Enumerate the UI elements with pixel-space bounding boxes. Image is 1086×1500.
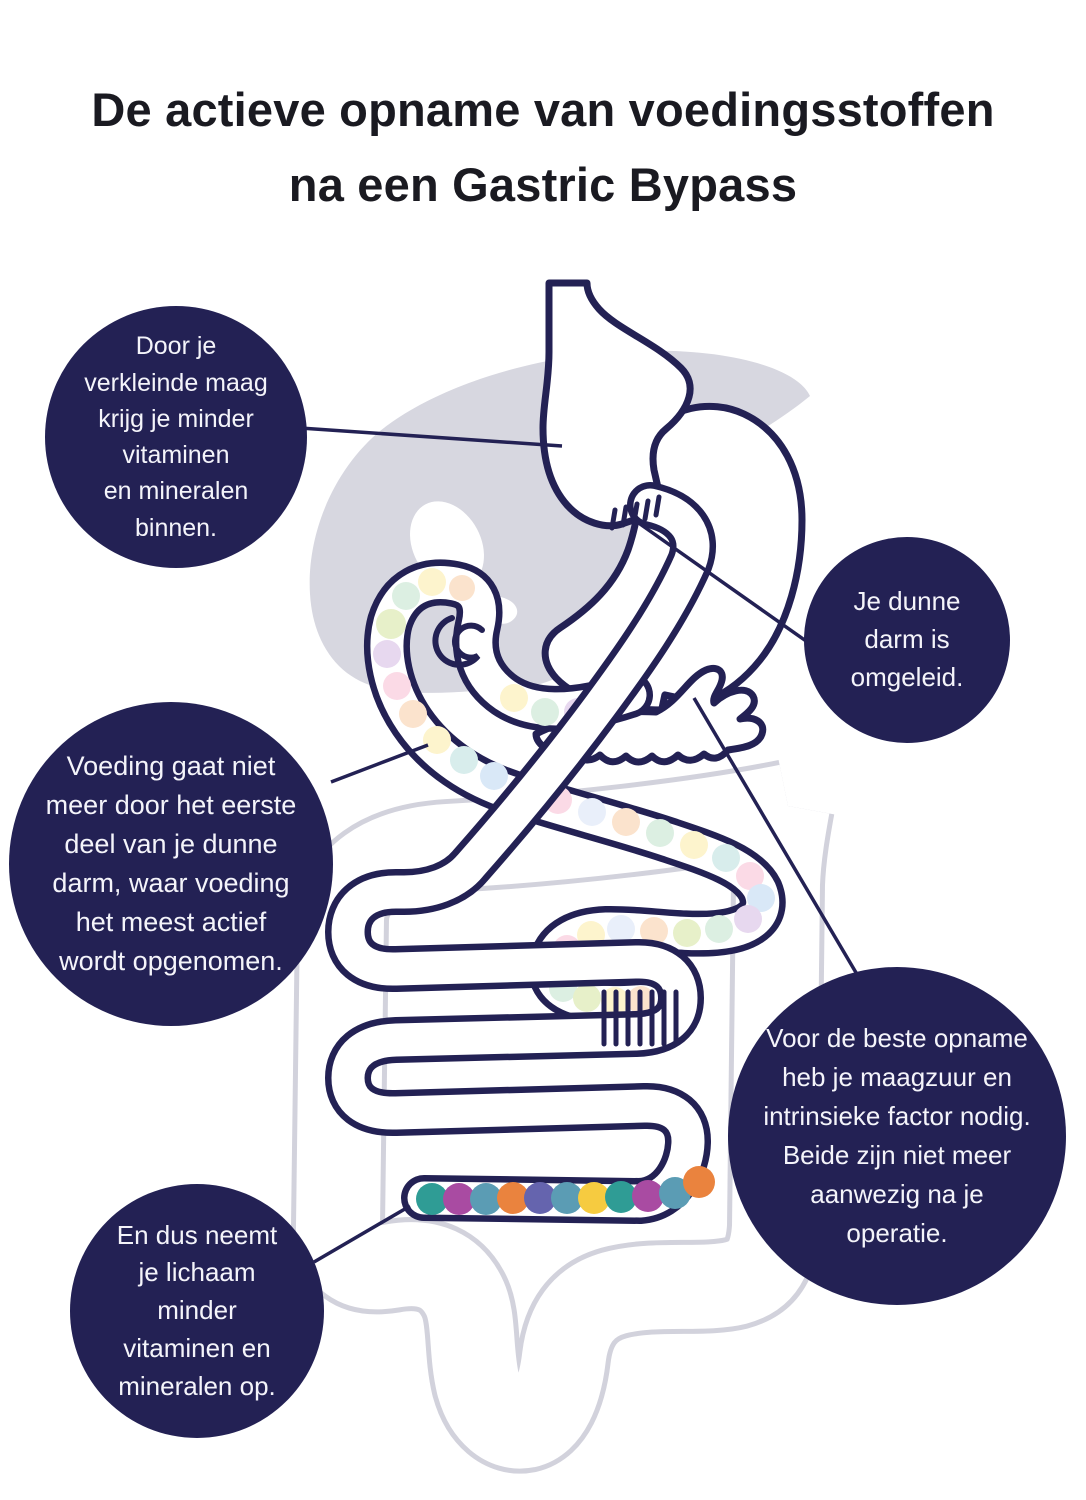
biliopancreatic-limb [363,559,786,1026]
pastel-nutrient-dots [373,568,775,1015]
staple-lines [601,494,679,1047]
absorbed-nutrient-dots [416,1166,715,1215]
callout-acid-intrinsic-factor: Voor de beste opname heb je maagzuur en … [728,967,1066,1305]
callout-rerouted-intestine: Je dunne darm is omgeleid. [804,537,1010,743]
page-title-line1: De actieve opname van voedingsstoffen [91,83,995,136]
large-intestine-outline [291,759,835,1474]
callout-rerouted-intestine-text: Je dunne darm is omgeleid. [850,586,964,692]
alimentary-limb [325,482,716,1224]
connector-smaller-stomach [299,426,563,448]
callout-smaller-stomach-text: Door je verkleinde maag krijg je minder … [84,332,268,542]
connector-bypassed-first-part [330,743,429,784]
page-title-line2: na een Gastric Bypass [288,158,798,212]
page-title: De actieve opname van voedingsstoffen na… [0,72,1086,222]
connector-less-absorption [313,1204,411,1264]
connector-rerouted-intestine [638,522,808,643]
pyloric-coil [432,615,485,668]
callout-less-absorption-text: En dus neemt je lichaam minder vitaminen… [116,1219,278,1401]
pouch-staple-line [609,494,662,531]
callout-bypassed-first-part: Voeding gaat niet meer door het eerste d… [9,702,333,1026]
gastric-pouch-and-esophagus [539,279,694,530]
callout-less-absorption: En dus neemt je lichaam minder vitaminen… [70,1184,324,1438]
callout-acid-intrinsic-factor-text: Voor de beste opname heb je maagzuur en … [763,1023,1031,1248]
callout-connector-lines [299,426,860,1264]
jejunal-anastomosis-staple-line [601,989,679,1047]
callout-smaller-stomach: Door je verkleinde maag krijg je minder … [45,306,307,568]
callout-bypassed-first-part-text: Voeding gaat niet meer door het eerste d… [45,750,297,977]
connector-acid-intrinsic-factor [692,697,860,977]
